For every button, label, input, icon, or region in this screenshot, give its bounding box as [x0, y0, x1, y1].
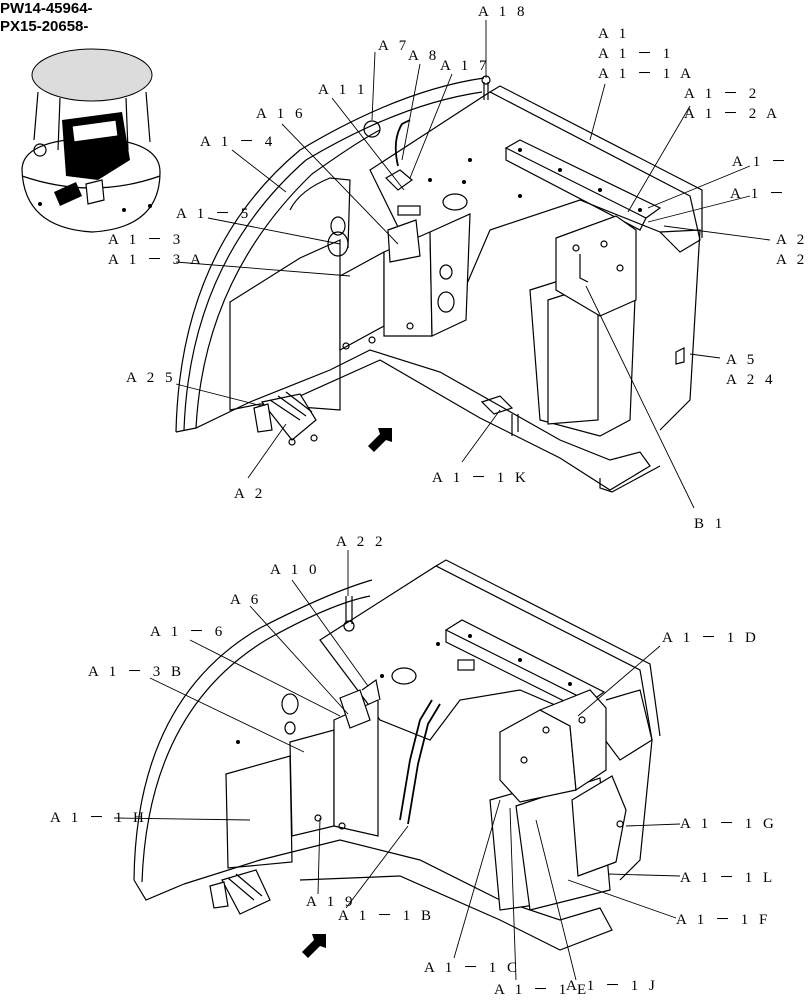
- label-a2-right-2: A 2: [776, 252, 808, 268]
- label-a1-1a: A 1 － 1 A: [598, 66, 695, 82]
- top-leader-lines: [175, 20, 771, 509]
- label-a1-1g: A 1 － 1 G: [680, 816, 777, 832]
- serial-range-1: PW14-45964-: [0, 0, 93, 17]
- label-a11: A 1 1: [318, 82, 368, 98]
- top-part-labels: A 1 8 A 1 A 1 － 1 A 1 － 1 A A 7 A 8 A 1 …: [108, 4, 808, 532]
- label-a1-1k: A 1 － 1 K: [432, 470, 529, 486]
- label-b1: B 1: [694, 516, 726, 532]
- label-a1-2a: A 1 － 2 A: [684, 106, 781, 122]
- label-a1-1j: A 1 － 1 J: [566, 978, 658, 994]
- label-a1-2: A 1 － 2: [684, 86, 760, 102]
- bottom-leader-lines: [113, 550, 681, 981]
- label-a1-1: A 1 － 1: [598, 46, 674, 62]
- label-a2-right-1: A 2: [776, 232, 808, 248]
- bottom-part-labels: A 2 2 A 1 0 A 6 A 1 － 6 A 1 － 1 D A 1 － …: [50, 534, 777, 998]
- bottom-console-assembly: [133, 559, 661, 958]
- label-a10: A 1 0: [270, 562, 320, 578]
- label-a1-1l: A 1 － 1 L: [680, 870, 776, 886]
- label-a1-3: A 1 － 3: [108, 232, 184, 248]
- label-a25: A 2 5: [126, 370, 176, 386]
- label-a24: A 2 4: [726, 372, 776, 388]
- label-a1-3a: A 1 － 3 A: [108, 252, 205, 268]
- label-a1-1d: A 1 － 1 D: [662, 630, 759, 646]
- label-a8: A 8: [408, 48, 440, 64]
- label-a5: A 5: [726, 352, 758, 368]
- cab-locator-thumbnail: [21, 48, 161, 233]
- label-a18: A 1 8: [478, 4, 528, 20]
- label-a1-1e: A 1 － 1 E: [494, 982, 590, 998]
- label-a22: A 2 2: [336, 534, 386, 550]
- label-a16: A 1 6: [256, 106, 306, 122]
- label-a1-4: A 1 － 4: [200, 134, 276, 150]
- front-arrow-icon-2: [302, 934, 326, 958]
- label-a1-1b: A 1 － 1 B: [338, 908, 435, 924]
- label-a1-5: A 1 － 5: [176, 206, 252, 222]
- label-a1-1f: A 1 － 1 F: [676, 912, 771, 928]
- front-arrow-icon: [368, 428, 392, 452]
- label-a1-3b: A 1 － 3 B: [88, 664, 185, 680]
- top-console-assembly: [175, 75, 703, 493]
- label-a1-right-2: A 1 －: [730, 186, 788, 202]
- label-a1-right-1: A 1 －: [732, 154, 790, 170]
- label-a1-6: A 1 － 6: [150, 624, 226, 640]
- label-a6: A 6: [230, 592, 262, 608]
- label-a2: A 2: [234, 486, 266, 502]
- label-a1-1h: A 1 － 1 H: [50, 810, 147, 826]
- serial-range-2: PX15-20658-: [0, 18, 89, 35]
- label-a7: A 7: [378, 38, 410, 54]
- label-a19: A 1 9: [306, 894, 356, 910]
- label-a17: A 1 7: [440, 58, 490, 74]
- label-a1: A 1: [598, 26, 630, 42]
- label-a1-1c: A 1 － 1 C: [424, 960, 521, 976]
